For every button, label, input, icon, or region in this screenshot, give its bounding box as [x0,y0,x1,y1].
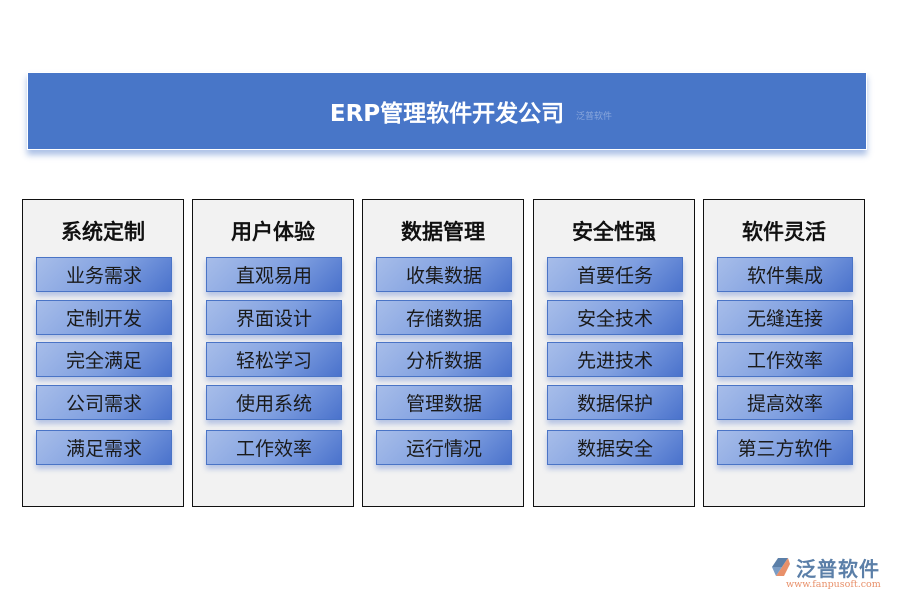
panel-software-flexibility: 软件灵活 软件集成 无缝连接 工作效率 提高效率 第三方软件 [703,199,865,507]
title-banner: ERP管理软件开发公司 泛普软件 [27,72,867,150]
feature-box: 安全技术 [547,300,683,335]
logo-url: www.fanpusoft.com [786,579,881,590]
panel-title: 软件灵活 [742,219,826,244]
feature-box: 工作效率 [717,342,853,377]
feature-box: 数据安全 [547,430,683,465]
feature-box: 管理数据 [376,385,512,420]
feature-box: 无缝连接 [717,300,853,335]
feature-box: 分析数据 [376,342,512,377]
panel-title: 数据管理 [401,219,485,244]
panel-data-management: 数据管理 收集数据 存储数据 分析数据 管理数据 运行情况 [362,199,524,507]
fanpu-logo-icon [772,558,790,576]
watermark: 泛普软件 [576,112,613,122]
feature-box: 首要任务 [547,257,683,292]
panel-system-customization: 系统定制 业务需求 定制开发 完全满足 公司需求 满足需求 [22,199,184,507]
panel-security: 安全性强 首要任务 安全技术 先进技术 数据保护 数据安全 [533,199,695,507]
feature-box: 收集数据 [376,257,512,292]
feature-box: 定制开发 [36,300,172,335]
feature-box: 工作效率 [206,430,342,465]
feature-box: 直观易用 [206,257,342,292]
logo-name: 泛普软件 [796,557,880,581]
feature-box: 运行情况 [376,430,512,465]
feature-box: 界面设计 [206,300,342,335]
feature-box: 满足需求 [36,430,172,465]
feature-box: 第三方软件 [717,430,853,465]
feature-box: 软件集成 [717,257,853,292]
fanpu-logo: 泛普软件 www.fanpusoft.com [770,553,895,595]
page-title: ERP管理软件开发公司 [329,101,565,127]
panel-title: 安全性强 [572,219,656,244]
feature-box: 业务需求 [36,257,172,292]
feature-box: 存储数据 [376,300,512,335]
feature-box: 提高效率 [717,385,853,420]
panel-title: 用户体验 [231,219,315,244]
feature-box: 轻松学习 [206,342,342,377]
feature-box: 完全满足 [36,342,172,377]
feature-box: 数据保护 [547,385,683,420]
feature-box: 公司需求 [36,385,172,420]
panel-user-experience: 用户体验 直观易用 界面设计 轻松学习 使用系统 工作效率 [192,199,354,507]
panel-title: 系统定制 [61,219,145,244]
feature-box: 先进技术 [547,342,683,377]
feature-box: 使用系统 [206,385,342,420]
